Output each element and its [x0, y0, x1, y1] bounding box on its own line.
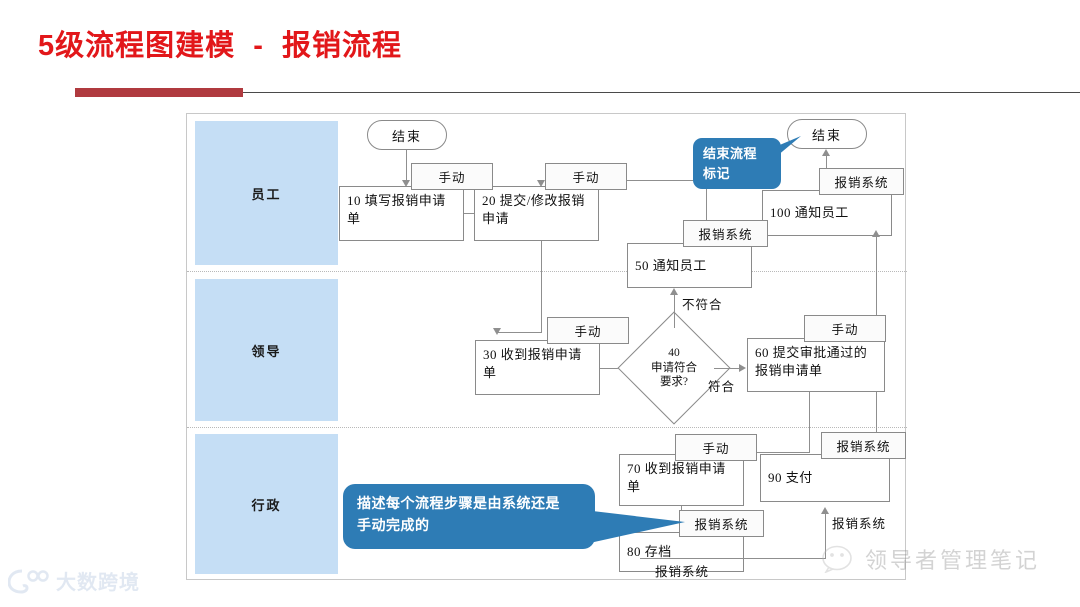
arrowhead-end-to-10 — [402, 180, 410, 187]
flowchart-frame: 员工 领导 行政 结束 手动 10 填写报销申请单 手动 20 提交/修改报销申… — [186, 113, 907, 580]
wechat-icon — [822, 545, 852, 573]
title-accent-bar — [75, 88, 243, 97]
tag-system-100: 报销系统 — [819, 168, 904, 195]
connector-40-to-60 — [714, 368, 741, 369]
lane-label-admin: 行政 — [195, 434, 338, 574]
node-50: 50 通知员工 — [627, 243, 752, 288]
connector-end-to-10 — [406, 150, 407, 181]
node-80: 80 存档 — [619, 532, 744, 572]
terminator-end-right: 结束 — [787, 119, 867, 149]
connector-bottom-feed — [640, 558, 826, 559]
node-40-label: 申请符合 要求? — [651, 361, 697, 389]
node-70: 70 收到报销申请单 — [619, 454, 744, 506]
tag-manual-30: 手动 — [547, 317, 629, 344]
node-20: 20 提交/修改报销申请 — [474, 186, 599, 241]
node-10: 10 填写报销申请单 — [339, 186, 464, 241]
node-40-text: 40 申请符合 要求? — [634, 328, 714, 408]
connector-50-up-h — [627, 180, 707, 181]
tag-manual-70: 手动 — [675, 434, 757, 461]
arrowhead-20-to-30 — [493, 328, 501, 335]
connector-into-90 — [825, 514, 826, 558]
lane-divider-2 — [187, 427, 907, 428]
connector-60-to-70-v — [809, 392, 810, 452]
tag-system-80: 报销系统 — [679, 510, 764, 537]
callout-describe: 描述每个流程步骤是由系统还是 手动完成的 — [343, 484, 595, 549]
callout-end-marker: 结束流程 标记 — [693, 138, 781, 189]
arrowhead-100-to-end — [822, 149, 830, 156]
connector-40-to-50 — [674, 295, 675, 328]
edge-label-system-90: 报销系统 — [832, 517, 887, 531]
lane-label-employee: 员工 — [195, 121, 338, 265]
arrowhead-into-20 — [537, 180, 545, 187]
dashu-logo-icon — [8, 569, 49, 594]
arrowhead-into-90 — [821, 507, 829, 514]
node-40-decision: 40 申请符合 要求? — [617, 311, 731, 425]
edge-label-not-match: 不符合 — [682, 298, 723, 312]
watermark-right: 领导者管理笔记 — [822, 543, 1040, 575]
lane-divider-1 — [187, 271, 907, 272]
title-rule-line — [243, 92, 1080, 93]
arrowhead-90-to-100 — [872, 230, 880, 237]
watermark-right-text: 领导者管理笔记 — [865, 548, 1041, 573]
node-90: 90 支付 — [760, 454, 890, 502]
connector-50-up — [706, 180, 707, 243]
page-title: 5级流程图建模 - 报销流程 — [38, 30, 403, 62]
node-40-number: 40 — [668, 347, 680, 360]
edge-label-system-bottom: 报销系统 — [655, 565, 710, 579]
connector-20-to-30-h — [497, 332, 542, 333]
lane-label-leader: 领导 — [195, 279, 338, 421]
arrowhead-40-to-50 — [670, 288, 678, 295]
tag-system-90: 报销系统 — [821, 432, 906, 459]
edge-label-match: 符合 — [708, 380, 736, 394]
connector-20-to-30 — [541, 241, 542, 332]
tag-system-50: 报销系统 — [683, 220, 768, 247]
tag-manual-10: 手动 — [411, 163, 493, 190]
callout-describe-tail — [567, 508, 685, 548]
tag-manual-60: 手动 — [804, 315, 886, 342]
terminator-end-left: 结束 — [367, 120, 447, 150]
watermark-left-text: 大数跨境 — [56, 572, 140, 594]
arrowhead-40-to-60 — [739, 364, 746, 372]
tag-manual-20: 手动 — [545, 163, 627, 190]
node-60: 60 提交审批通过的报销申请单 — [747, 338, 885, 392]
connector-30-to-40 — [600, 368, 628, 369]
node-30: 30 收到报销申请单 — [475, 340, 600, 395]
watermark-left: 大数跨境 — [8, 566, 140, 595]
